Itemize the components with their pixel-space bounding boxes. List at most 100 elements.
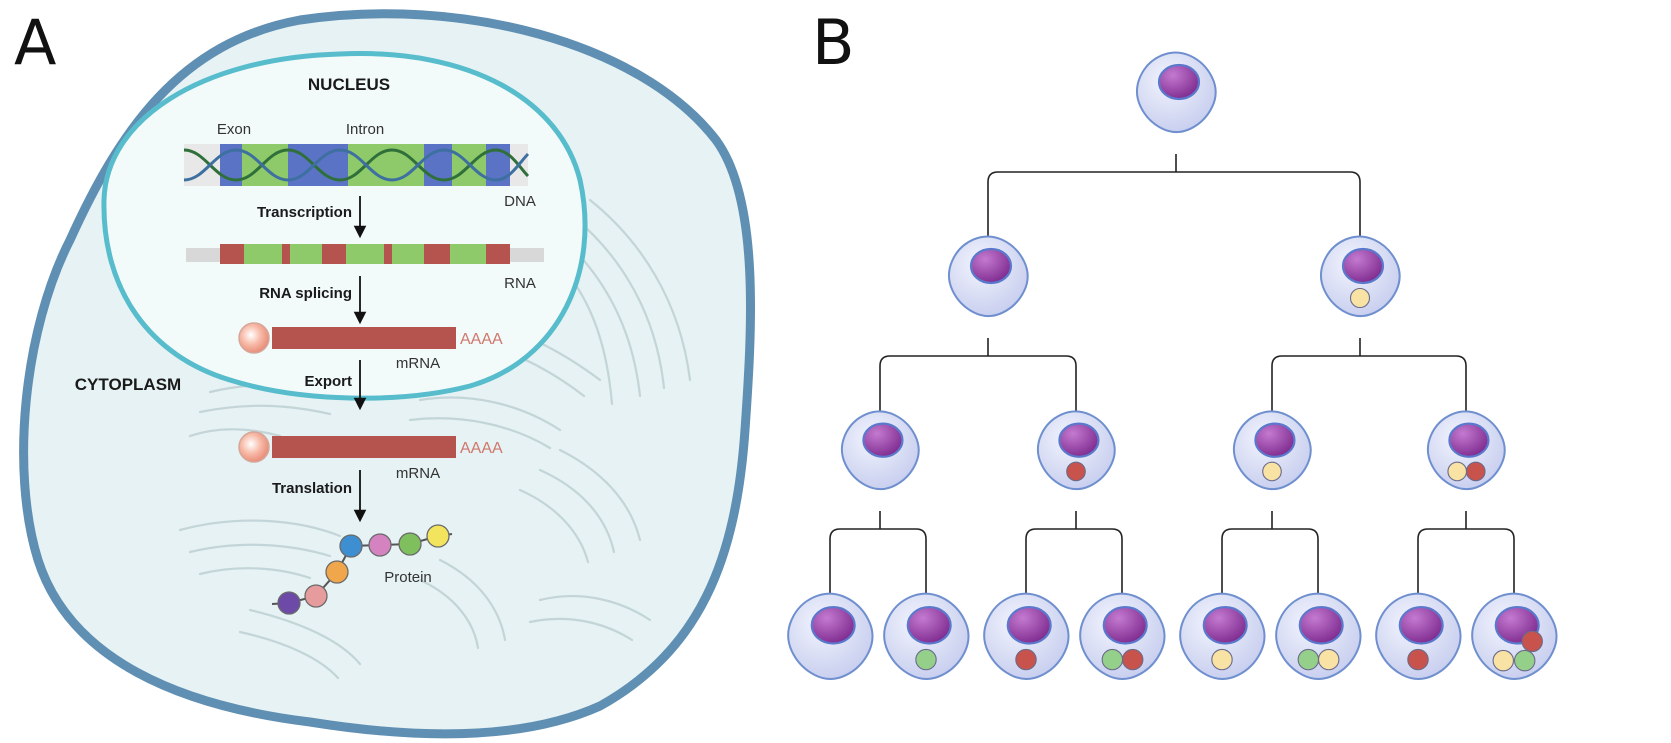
mutation-marker-yellow	[1447, 461, 1468, 482]
rna-exon-4	[384, 244, 392, 264]
protein-chain	[271, 524, 453, 615]
cytoplasm-label: CYTOPLASM	[75, 375, 181, 394]
cell-level-0-1	[1135, 51, 1217, 134]
cell-level-3-1	[787, 592, 874, 680]
endoplasmic-reticulum	[178, 198, 692, 680]
cell-nucleus	[1202, 605, 1248, 645]
cell-level-3-6	[1275, 592, 1362, 680]
rna-exon-3	[322, 244, 346, 264]
panel-a: A	[14, 6, 756, 739]
rna-intron-4	[392, 244, 424, 264]
cell-nucleus	[969, 247, 1013, 285]
mutation-marker-green	[1297, 648, 1320, 671]
mutation-marker-yellow	[1262, 461, 1282, 482]
cell-nucleus	[1058, 422, 1100, 458]
protein-bead-2	[304, 584, 328, 608]
branch-arms	[874, 355, 1082, 426]
rna-intron-5	[450, 244, 486, 264]
cell-level-1-2	[1319, 235, 1401, 318]
cell-nucleus	[810, 605, 856, 645]
mrna-label-2: mRNA	[396, 465, 440, 482]
cell-level-3-2	[883, 592, 970, 680]
panel-b: B	[787, 6, 1558, 680]
mutation-marker-green	[1101, 648, 1124, 671]
panel-b-letter: B	[812, 6, 855, 79]
dna-strand-2	[183, 148, 530, 182]
protein-bead-5	[368, 533, 392, 557]
mutation-marker-red	[1121, 648, 1144, 671]
cell-nucleus	[1254, 422, 1296, 458]
exon-label: Exon	[217, 121, 251, 138]
cell-nucleus	[862, 422, 904, 458]
rna-exon-2	[282, 244, 290, 264]
cell-nucleus	[1341, 247, 1385, 285]
protein-label: Protein	[384, 569, 432, 586]
cell-level-2-1	[840, 410, 920, 491]
polya-tail-1: AAAA	[460, 331, 503, 348]
branch-arms	[1412, 528, 1520, 612]
cell-nucleus	[1298, 605, 1344, 645]
branch-arms	[982, 171, 1366, 252]
mrna-nuclear	[238, 322, 456, 354]
cell-level-1-1	[947, 235, 1029, 318]
division-arrows-level-2-1	[874, 338, 1082, 426]
division-arrows-level-2-2	[1266, 338, 1472, 426]
cell-nucleus	[1157, 63, 1201, 101]
protein-bead-7	[426, 524, 450, 548]
cell-level-3-8	[1471, 592, 1558, 680]
rna-exon-5	[424, 244, 450, 264]
division-arrows-level-1-1	[982, 154, 1366, 252]
branch-arms	[1020, 528, 1128, 612]
division-arrows-level-3-3	[1216, 511, 1324, 612]
rna-tail-right	[510, 248, 544, 262]
polya-tail-2: AAAA	[460, 440, 503, 457]
branch-arms	[824, 528, 932, 612]
mrna-label-1: mRNA	[396, 355, 440, 372]
cell-nucleus	[1102, 605, 1148, 645]
rna-exon-6	[486, 244, 510, 264]
protein-bead-4	[339, 534, 363, 558]
dna-exon-1	[220, 144, 242, 186]
cell-level-2-3	[1232, 410, 1312, 491]
cell-level-2-4	[1426, 410, 1506, 491]
protein-bead-1	[277, 591, 301, 615]
cell-nucleus	[1006, 605, 1052, 645]
mutation-marker-yellow	[1211, 648, 1233, 671]
mrna-cap-1	[238, 322, 270, 354]
mrna-body-2	[272, 436, 456, 458]
nuclear-envelope	[101, 51, 588, 401]
mutation-marker-red	[1465, 461, 1486, 482]
rna-tail-left	[186, 248, 220, 262]
rna-strand	[186, 244, 544, 264]
rna-intron-3	[346, 244, 384, 264]
dna-label: DNA	[504, 193, 536, 210]
nucleus-label: NUCLEUS	[308, 75, 390, 94]
cell-nucleus	[1448, 422, 1490, 458]
protein-bead-6	[398, 532, 422, 556]
branch-arms	[1266, 355, 1472, 426]
protein-beads	[277, 524, 450, 615]
panel-a-letter: A	[14, 6, 56, 79]
rna-label: RNA	[504, 275, 536, 292]
cell-nucleus	[906, 605, 952, 645]
translation-label: Translation	[272, 480, 352, 497]
protein-bead-3	[325, 560, 349, 584]
mutation-marker-red	[1066, 461, 1086, 482]
dna-strand-1	[183, 148, 530, 182]
mutation-marker-green	[915, 648, 937, 671]
lineage-tree	[787, 51, 1558, 680]
mutation-marker-green	[1513, 649, 1536, 672]
cell-level-3-3	[983, 592, 1070, 680]
division-arrows-level-3-1	[824, 511, 932, 612]
cell-level-3-5	[1179, 592, 1266, 680]
rna-intron-1	[244, 244, 282, 264]
rna-intron-2	[290, 244, 322, 264]
mutation-marker-yellow	[1349, 287, 1371, 309]
mutation-marker-yellow	[1317, 648, 1340, 671]
mutation-marker-yellow	[1492, 649, 1515, 672]
rna-exon-1	[220, 244, 244, 264]
rna-splicing-label: RNA splicing	[259, 285, 352, 302]
branch-arms	[1216, 528, 1324, 612]
transcription-label: Transcription	[257, 204, 352, 221]
